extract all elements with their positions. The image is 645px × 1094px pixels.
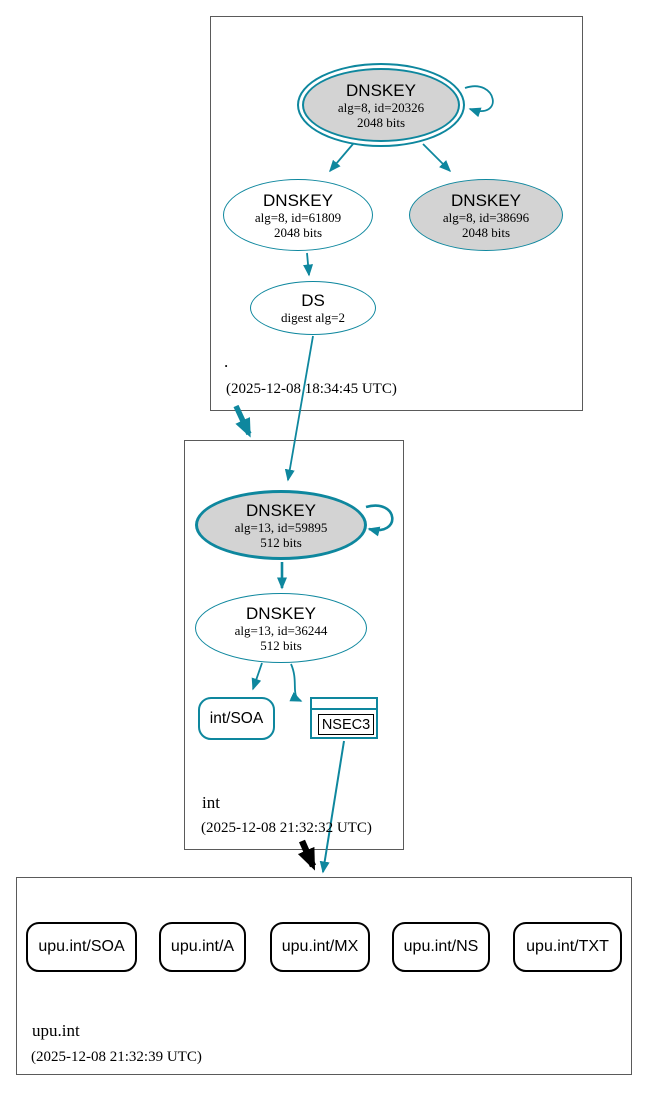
rrset-label: upu.int/TXT: [526, 938, 609, 955]
rrset-node-upu-mx[interactable]: upu.int/MX: [270, 922, 370, 972]
dnskey-node-root-zsk[interactable]: DNSKEY alg=8, id=61809 2048 bits: [223, 179, 373, 251]
rrset-node-upu-txt[interactable]: upu.int/TXT: [513, 922, 622, 972]
dnskey-bits: 512 bits: [260, 534, 302, 550]
rrset-label: upu.int/NS: [403, 938, 479, 955]
rrset-label: upu.int/SOA: [38, 938, 125, 955]
dnskey-node-root-ksk[interactable]: DNSKEY alg=8, id=20326 2048 bits: [297, 63, 465, 147]
ds-node-root[interactable]: DS digest alg=2: [250, 281, 376, 335]
dnskey-alg-id: alg=8, id=61809: [254, 209, 342, 225]
zone-timestamp-root: (2025-12-08 18:34:45 UTC): [226, 381, 397, 397]
zone-name-upu-int: upu.int: [32, 1021, 80, 1040]
nsec3-header-band: [312, 708, 376, 710]
dnskey-alg-id: alg=8, id=38696: [442, 209, 530, 225]
ds-title: DS: [301, 291, 325, 310]
rrset-node-int-soa[interactable]: int/SOA: [198, 697, 275, 740]
dnskey-node-int-ksk[interactable]: DNSKEY alg=13, id=59895 512 bits: [195, 490, 367, 560]
dnskey-bits: 2048 bits: [273, 224, 323, 240]
dnskey-bits: 2048 bits: [356, 114, 406, 130]
rrset-node-upu-a[interactable]: upu.int/A: [159, 922, 246, 972]
rrset-label: int/SOA: [209, 709, 264, 727]
dnskey-title: DNSKEY: [246, 603, 316, 623]
rrset-label: upu.int/MX: [281, 938, 359, 955]
rrset-node-upu-soa[interactable]: upu.int/SOA: [26, 922, 137, 972]
zone-timestamp-int: (2025-12-08 21:32:32 UTC): [201, 820, 372, 836]
dnskey-title: DNSKEY: [246, 500, 316, 520]
dnskey-alg-id: alg=13, id=59895: [234, 519, 328, 535]
dnskey-node-int-zsk[interactable]: DNSKEY alg=13, id=36244 512 bits: [195, 593, 367, 663]
dnskey-title: DNSKEY: [451, 190, 521, 210]
zone-box-upu-int: [16, 877, 632, 1075]
rrset-label: upu.int/A: [170, 938, 235, 955]
zone-name-root: .: [224, 352, 229, 371]
dnskey-title: DNSKEY: [346, 80, 416, 100]
dnskey-node-root-ksk-inner: DNSKEY alg=8, id=20326 2048 bits: [302, 68, 460, 142]
dnskey-node-root-standby[interactable]: DNSKEY alg=8, id=38696 2048 bits: [409, 179, 563, 251]
nsec3-node-int[interactable]: NSEC3: [310, 697, 378, 739]
dnskey-bits: 512 bits: [260, 637, 302, 653]
dnskey-title: DNSKEY: [263, 190, 333, 210]
dnskey-alg-id: alg=13, id=36244: [234, 622, 328, 638]
dnskey-bits: 2048 bits: [461, 224, 511, 240]
ds-digest-alg: digest alg=2: [280, 310, 346, 325]
nsec3-record: NSEC3: [318, 714, 374, 735]
nsec3-label: NSEC3: [321, 716, 371, 733]
rrset-node-upu-ns[interactable]: upu.int/NS: [392, 922, 490, 972]
zone-box-root: [210, 16, 583, 411]
dnskey-alg-id: alg=8, id=20326: [337, 99, 425, 115]
zone-name-int: int: [202, 793, 220, 812]
zone-timestamp-upu-int: (2025-12-08 21:32:39 UTC): [31, 1049, 202, 1065]
